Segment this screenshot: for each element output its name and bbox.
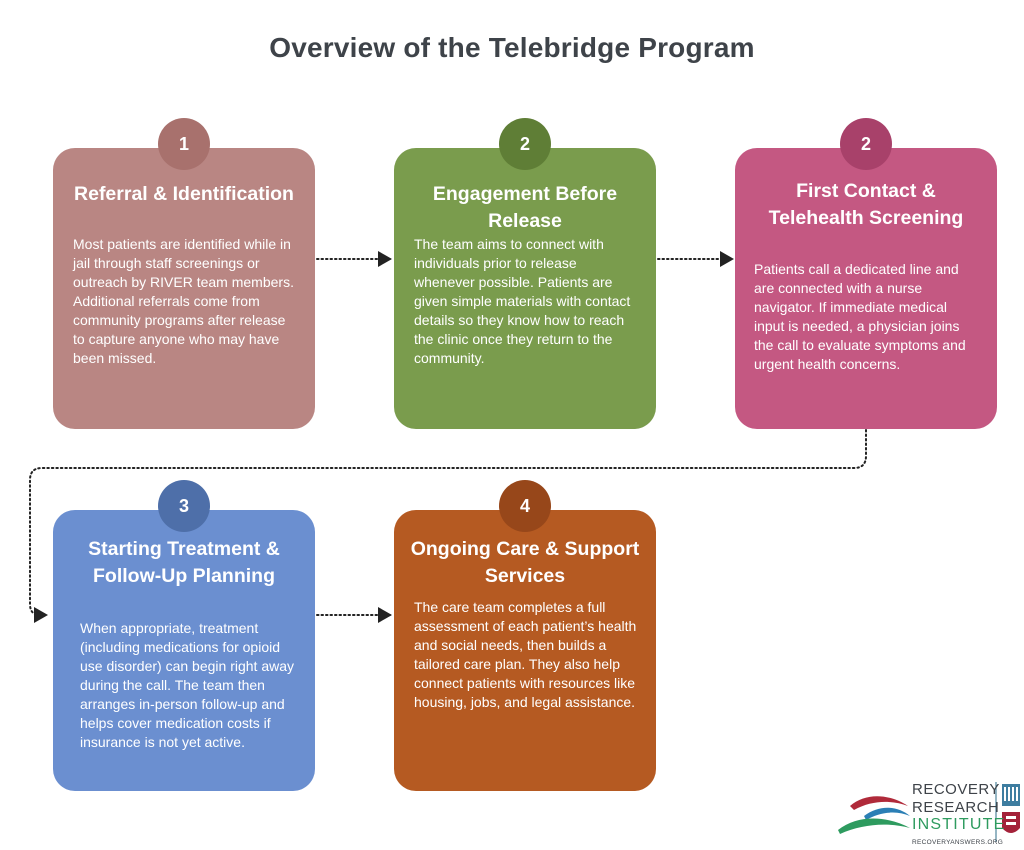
step-title: Referral & Identification (74, 183, 294, 205)
logo-swoosh-green (838, 818, 910, 834)
page-title: Overview of the Telebridge Program (269, 32, 755, 63)
recovery-research-institute-logo (838, 782, 1020, 842)
step-description: Patients call a dedicated line and are c… (754, 261, 966, 372)
step-title: Starting Treatment & Follow-Up Planning (88, 538, 280, 587)
step-title: Engagement Before Release (432, 183, 618, 232)
step-number-badge: 2 (840, 118, 892, 170)
step-card-first-contact: First Contact & Telehealth Screening Pat… (735, 148, 997, 429)
logo-text-research: RESEARCH (912, 799, 1000, 816)
step-description: The team aims to connect with individual… (414, 236, 631, 366)
step-card-referral: Referral & Identification Most patients … (53, 148, 315, 429)
logo-url: RECOVERYANSWERS.ORG (912, 839, 1004, 846)
logo-swoosh-blue (864, 807, 910, 820)
step-card-ongoing-care: Ongoing Care & Support Services The care… (394, 510, 656, 791)
university-shield-icon (1002, 784, 1020, 833)
step-number-badge: 1 (158, 118, 210, 170)
step-card-starting-treatment: Starting Treatment & Follow-Up Planning … (53, 510, 315, 791)
step-card-engagement: Engagement Before Release The team aims … (394, 148, 656, 429)
step-number-badge: 3 (158, 480, 210, 532)
logo-text-institute: INSTITUTE (912, 816, 1006, 833)
step-number-badge: 2 (499, 118, 551, 170)
step-description: When appropriate, treatment (including m… (80, 620, 295, 750)
arrow-3-to-4 (29, 429, 867, 623)
step-description: Most patients are identified while in ja… (73, 236, 294, 366)
step-title: First Contact & Telehealth Screening (768, 180, 964, 229)
logo-text-recovery: RECOVERY (912, 781, 1000, 798)
step-title: Ongoing Care & Support Services (410, 538, 640, 587)
logo-swoosh-red (850, 796, 908, 810)
step-number-badge: 4 (499, 480, 551, 532)
step-description: The care team completes a full assessmen… (414, 599, 637, 710)
